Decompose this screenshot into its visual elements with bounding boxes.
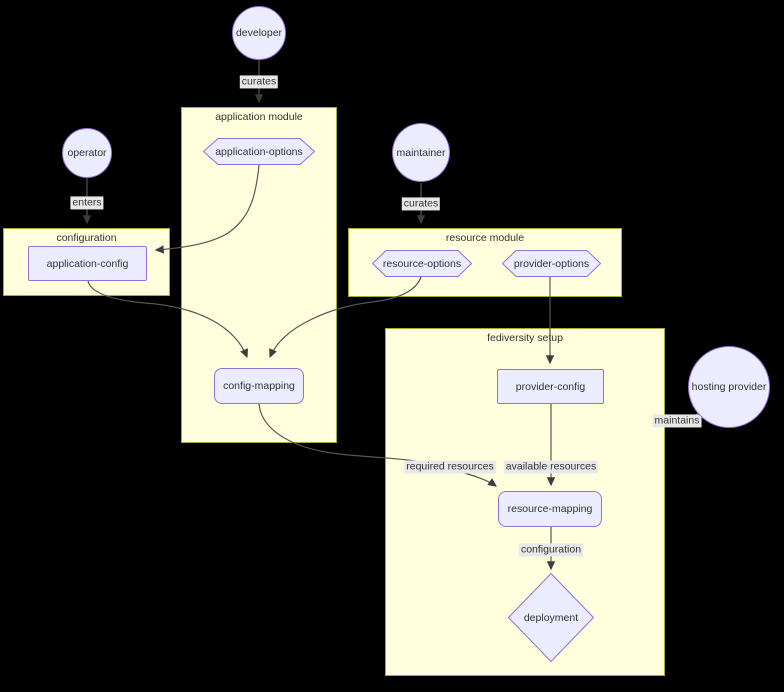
node-operator-label: operator [67,147,107,159]
node-maintainer-label: maintainer [396,146,446,159]
subgraph-title-configuration: configuration [56,232,117,244]
node-application-options: application-options [203,138,315,165]
node-operator: operator [62,128,112,178]
subgraph-title-resource-module: resource module [445,232,525,244]
subgraph-title-application-module: application module [215,111,303,123]
node-application-config: application-config [28,246,147,281]
edge-label-curates-maintainer: curates [401,197,441,211]
node-application-config-label: application-config [46,257,129,270]
node-deployment: deployment [508,573,594,662]
edge-label-required-resources: required resources [404,460,496,474]
node-developer: developer [232,6,286,60]
node-resource-mapping: resource-mapping [498,491,602,527]
node-config-mapping-label: config-mapping [223,380,295,392]
node-hosting-provider-label: hosting provider [691,381,767,393]
diamond-shape [508,573,594,662]
node-provider-options-label: provider-options [513,257,590,270]
edge-label-curates-developer: curates [239,75,279,89]
node-provider-options: provider-options [502,250,601,277]
node-maintainer: maintainer [392,123,450,182]
node-deployment-label: deployment [523,611,579,624]
edge-label-maintains: maintains [652,414,702,428]
node-application-options-label: application-options [215,145,303,158]
subgraph-title-fediversity-setup: fediversity setup [487,332,563,344]
node-hosting-provider: hosting provider [688,346,770,428]
node-resource-options-label: resource-options [382,257,462,270]
hexagon-shape [372,250,472,277]
node-provider-config: provider-config [497,369,604,404]
node-resource-mapping-label: resource-mapping [507,503,593,515]
node-resource-options: resource-options [372,250,472,277]
node-config-mapping: config-mapping [214,368,304,404]
edge-label-available-resources: available resources [503,460,599,474]
node-developer-label: developer [235,27,283,39]
edge-label-enters: enters [70,196,104,210]
hexagon-shape [502,250,601,277]
node-provider-config-label: provider-config [515,380,586,393]
hexagon-shape [203,138,315,165]
edge-label-configuration: configuration [518,543,584,557]
